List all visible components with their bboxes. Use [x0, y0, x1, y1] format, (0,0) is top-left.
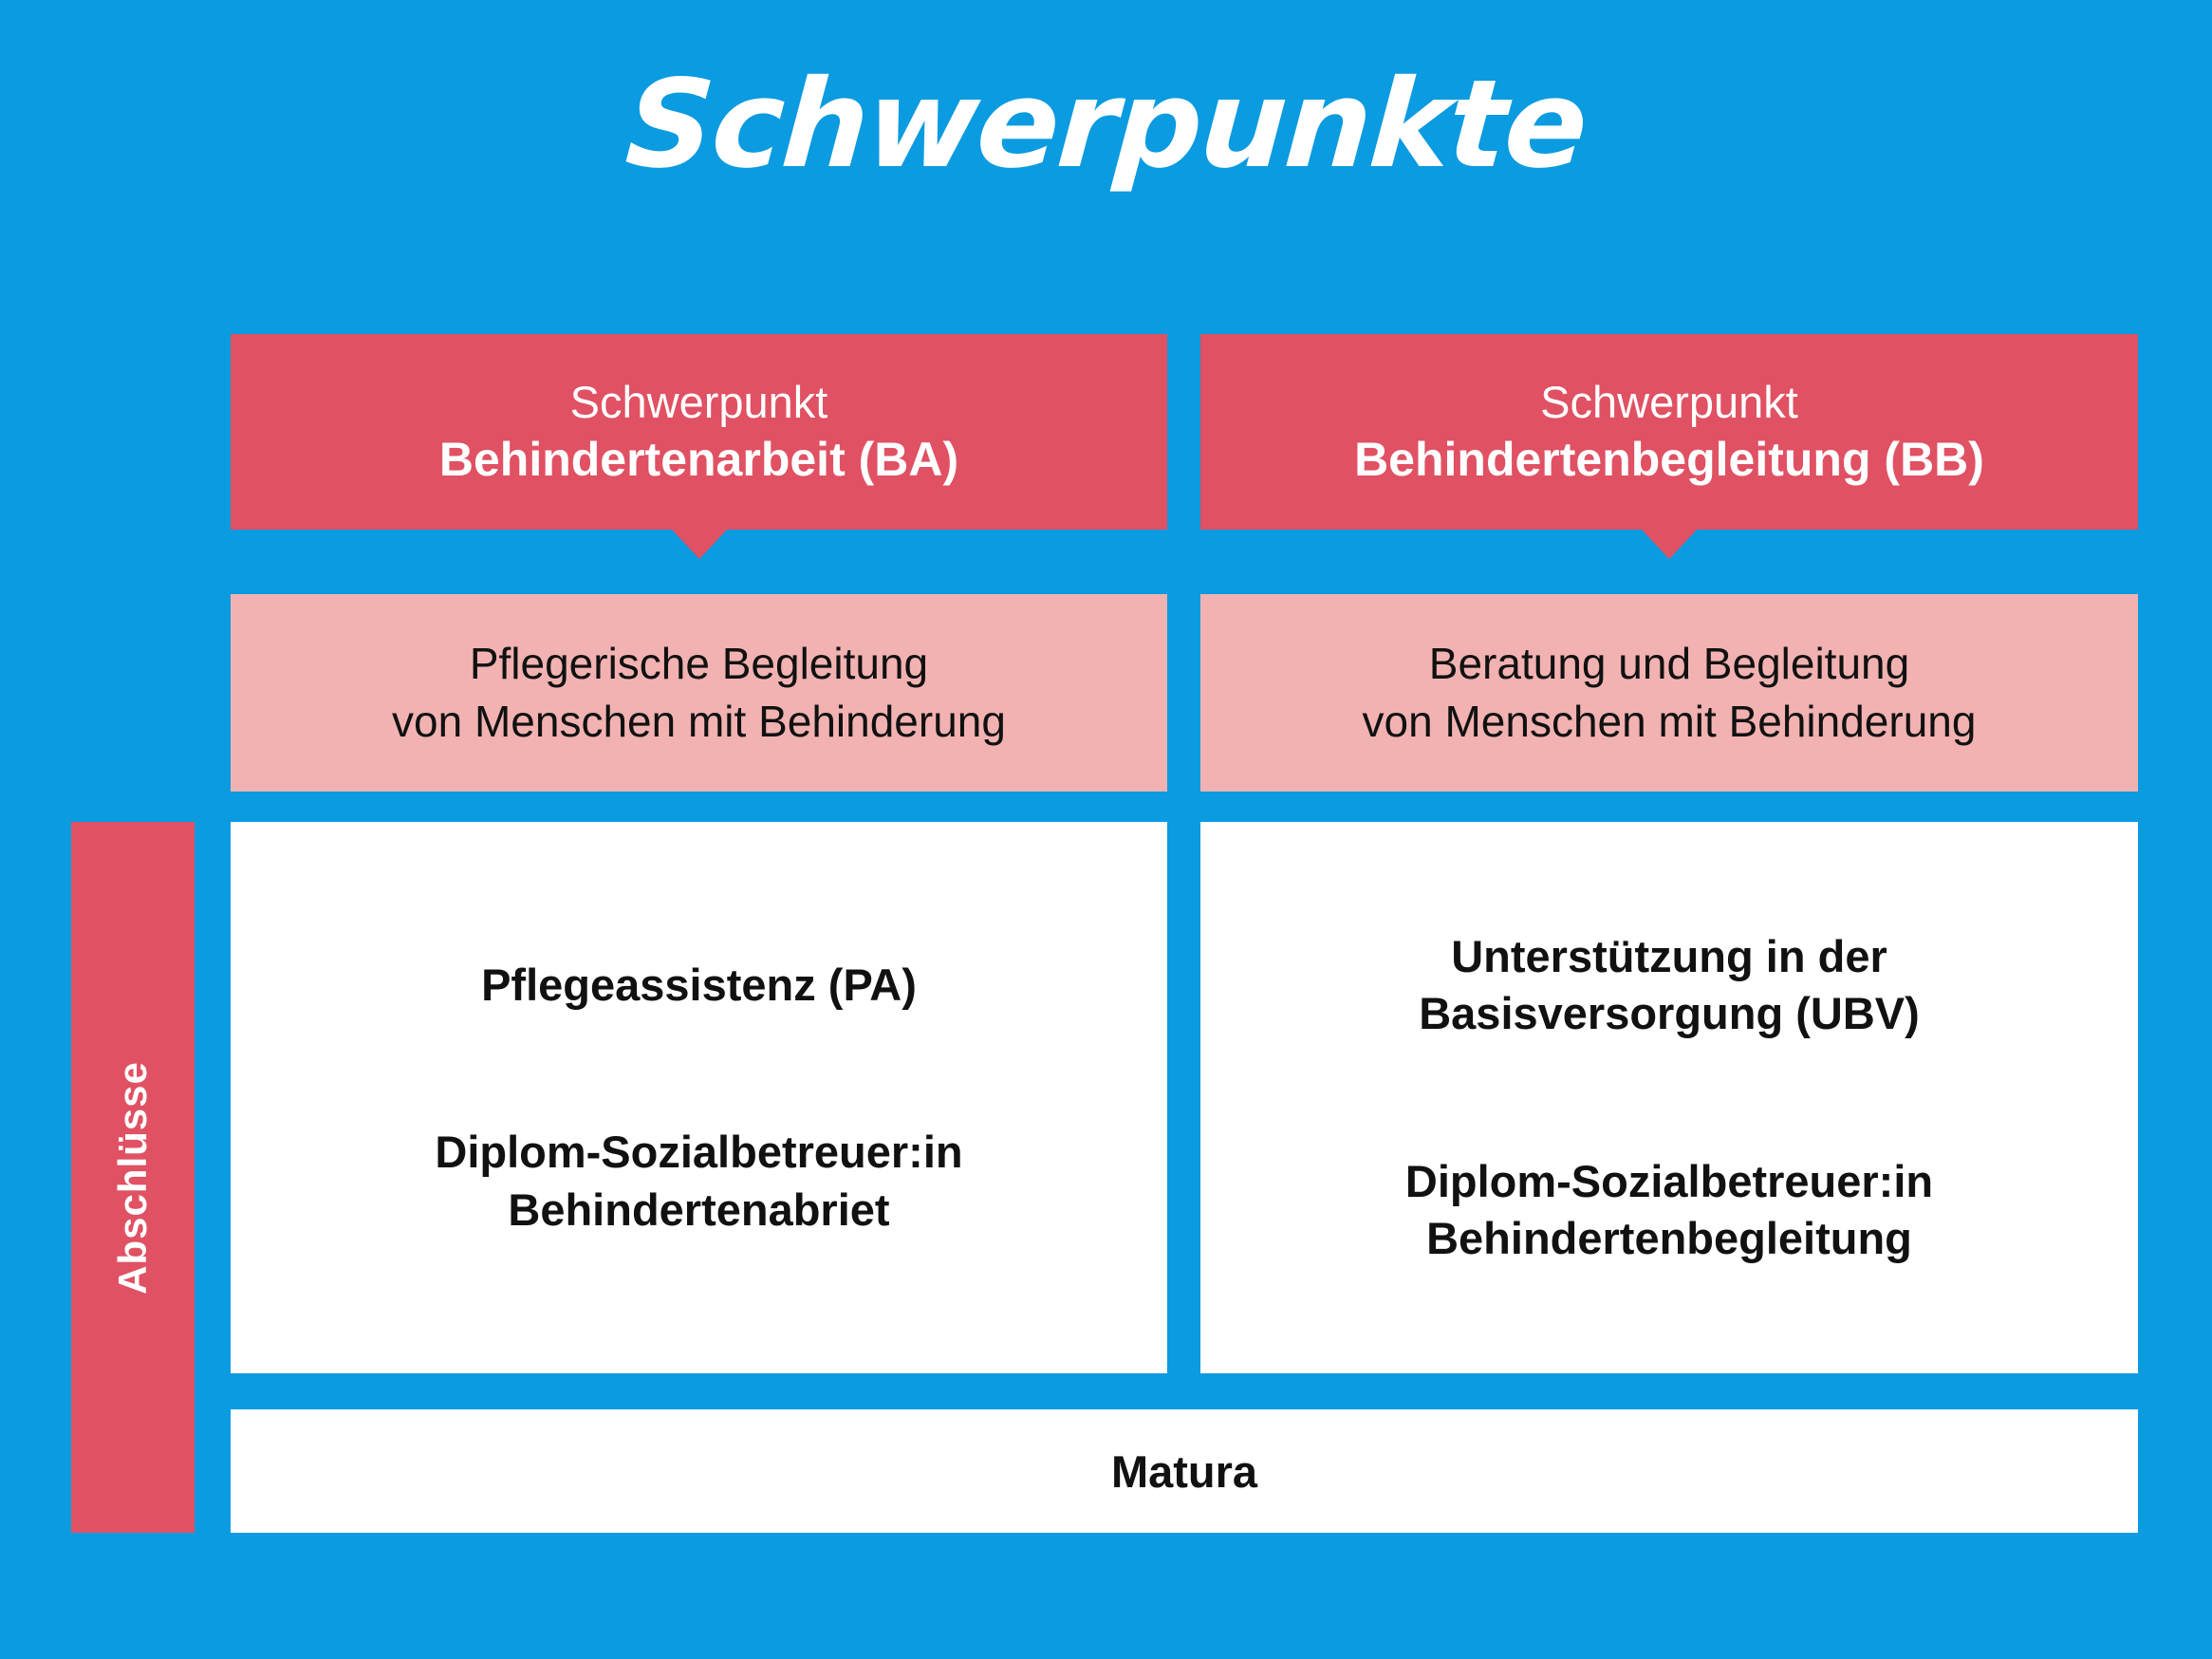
column-qualifications-behindertenarbeit: Pflegeassistenz (PA) Diplom-Sozialbetreu… [231, 822, 1167, 1373]
qualification-secondary: Diplom-Sozialbetreuer:in Behindertenabri… [435, 1124, 962, 1238]
header-title: Behindertenarbeit (BA) [438, 433, 959, 487]
abschluesse-sidebar: Abschlüsse [71, 822, 195, 1533]
qualification-secondary-line-2: Behindertenabriet [508, 1184, 890, 1235]
header-kicker: Schwerpunkt [569, 376, 828, 427]
qualification-primary-line-1: Pflegeassistenz (PA) [481, 960, 917, 1011]
column-subtitle-behindertenbegleitung: Beratung und Begleitung von Menschen mit… [1200, 594, 2138, 792]
column-qualifications-behindertenbegleitung: Unterstützung in der Basisversorgung (UB… [1200, 822, 2138, 1373]
subtitle-line-2: von Menschen mit Behinderung [392, 697, 1006, 746]
down-arrow-icon [1642, 530, 1697, 559]
qualification-secondary: Diplom-Sozialbetreuer:in Behindertenbegl… [1405, 1153, 1933, 1267]
qualification-secondary-line-2: Behindertenbegleitung [1426, 1212, 1912, 1263]
header-kicker: Schwerpunkt [1540, 376, 1798, 427]
column-header-behindertenarbeit: Schwerpunkt Behindertenarbeit (BA) [231, 334, 1167, 530]
qualification-secondary-line-1: Diplom-Sozialbetreuer:in [435, 1127, 963, 1178]
qualification-secondary-line-1: Diplom-Sozialbetreuer:in [1404, 1155, 1934, 1206]
down-arrow-icon [672, 530, 727, 559]
subtitle-line-1: Beratung und Begleitung [1428, 639, 1910, 689]
page-title: Schwerpunkte [622, 54, 1590, 196]
abschluesse-sidebar-label: Abschlüsse [110, 1060, 156, 1295]
qualification-primary-line-1: Unterstützung in der [1451, 931, 1887, 982]
column-subtitle-behindertenarbeit: Pflegerische Begleitung von Menschen mit… [231, 594, 1167, 792]
header-title: Behindertenbegleitung (BB) [1354, 433, 1984, 487]
qualification-primary: Pflegeassistenz (PA) [481, 957, 917, 1014]
column-header-behindertenbegleitung: Schwerpunkt Behindertenbegleitung (BB) [1200, 334, 2138, 530]
matura-bar: Matura [231, 1409, 2138, 1533]
qualification-primary-line-2: Basisversorgung (UBV) [1419, 988, 1920, 1039]
matura-label: Matura [1110, 1445, 1258, 1497]
subtitle-line-1: Pflegerische Begleitung [469, 639, 929, 689]
qualification-primary: Unterstützung in der Basisversorgung (UB… [1419, 928, 1920, 1042]
subtitle-line-2: von Menschen mit Behinderung [1362, 697, 1977, 746]
